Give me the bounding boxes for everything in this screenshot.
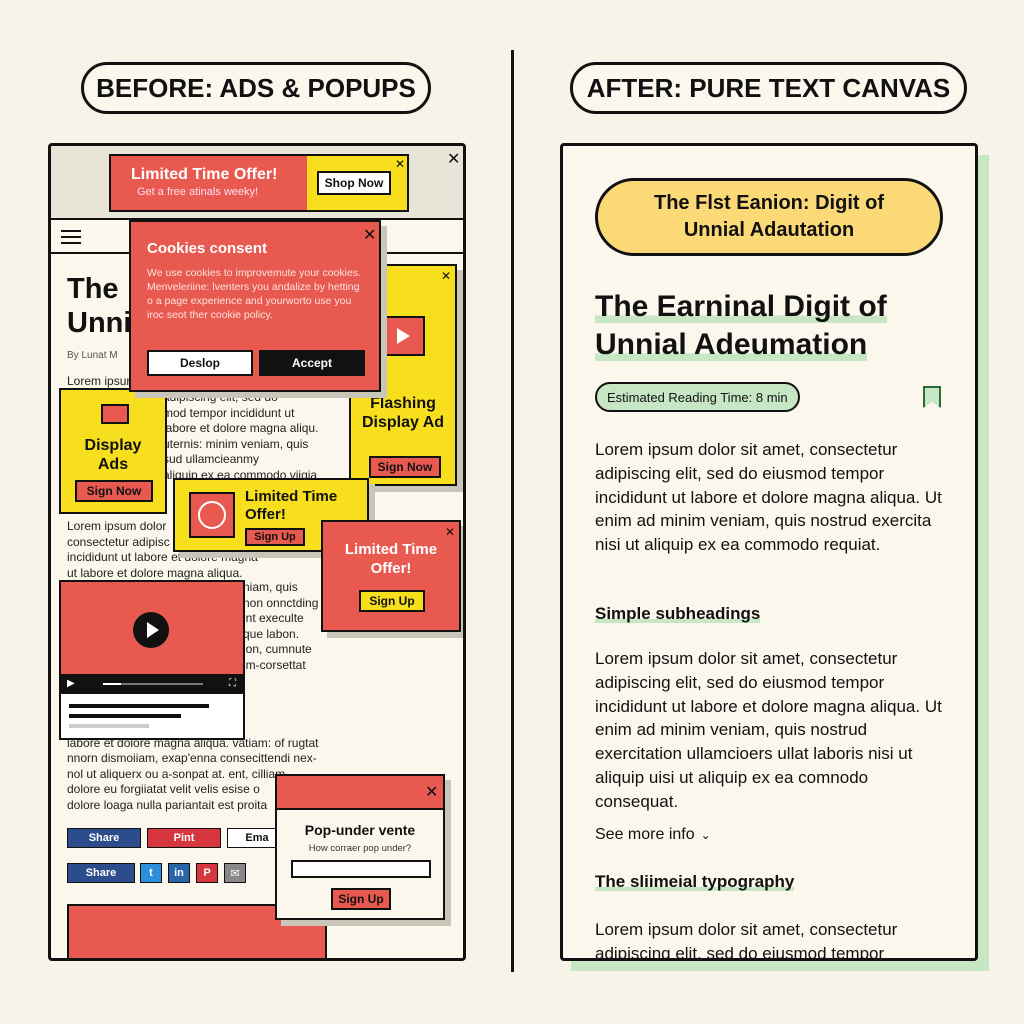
see-more-link[interactable]: See more info ⌄ <box>595 826 711 843</box>
lorem-d: niam, quis non onnctding int execulte qu… <box>243 580 319 672</box>
pop-under-title: Pop-under vente <box>304 822 416 838</box>
after-phone-screen: The Flst Eanion: Digit of Unnial Adautat… <box>560 143 978 961</box>
lorem-c: Lorem ipsum dolor consectetur adipisc in… <box>67 519 258 580</box>
flashing-ad-sign-now-button[interactable]: Sign Now <box>369 456 441 478</box>
fullscreen-icon[interactable]: ⛶ <box>229 678 236 689</box>
banner-ad-subtitle: Get a free atinals weeky! <box>137 186 259 198</box>
top-close-icon[interactable]: ✕ <box>447 151 461 168</box>
book-icon <box>101 404 129 424</box>
pinterest-share-button[interactable]: Pint <box>147 828 221 848</box>
timer-ad-title: Limited Time Offer! <box>245 488 338 523</box>
timer-ad-sign-up-button[interactable]: Sign Up <box>245 528 305 546</box>
facebook-share-button[interactable]: Share <box>67 828 141 848</box>
article-title: The Earninal Digit of Unnial Adeumation <box>595 290 887 361</box>
cookie-title: Cookies consent <box>147 240 268 257</box>
offer-close-icon[interactable]: ✕ <box>445 525 456 539</box>
chevron-down-icon: ⌄ <box>700 828 711 842</box>
before-label: BEFORE: ADS & POPUPS <box>81 62 431 114</box>
edition-badge: The Flst Eanion: Digit of Unnial Adautat… <box>595 178 943 256</box>
flashing-ad-title: Flashing Display Ad <box>361 395 445 431</box>
offer-ad-title: Limited Time Offer! <box>344 541 438 577</box>
display-ad[interactable]: Display Ads Sign Now <box>59 388 167 514</box>
pop-under-question: How corraer pop under? <box>308 843 412 854</box>
twitter-icon[interactable]: t <box>140 863 162 883</box>
linkedin-icon[interactable]: in <box>168 863 190 883</box>
play-icon[interactable] <box>133 612 169 648</box>
banner-ad-title: Limited Time Offer! <box>131 166 278 183</box>
pop-under-sign-up-button[interactable]: Sign Up <box>331 888 391 910</box>
article-title-fragment: The Unni <box>67 273 132 339</box>
cookie-text: We use cookies to improvemute your cooki… <box>147 267 361 321</box>
video-play-small-icon[interactable]: ▶ <box>67 678 75 689</box>
clock-icon <box>189 492 235 538</box>
subheading-2: The sliimeial typography <box>595 872 795 891</box>
lorem-e: sit amet, sectetur r incididunt ut labor… <box>67 689 319 812</box>
cookie-accept-button[interactable]: Accept <box>259 350 365 376</box>
before-phone-screen: ✕ Limited Time Offer! Get a free atinals… <box>48 143 466 961</box>
cookie-consent-dialog: ✕ Cookies consent We use cookies to impr… <box>129 220 381 392</box>
lorem-a: Lorem ipsum <box>67 374 137 388</box>
after-label: AFTER: PURE TEXT CANVAS <box>570 62 967 114</box>
pop-under-input[interactable] <box>291 860 431 878</box>
cookie-decline-button[interactable]: Deslop <box>147 350 253 376</box>
byline: By Lunat M <box>67 350 118 361</box>
pop-under-close-icon[interactable]: ✕ <box>425 784 439 801</box>
cookie-close-icon[interactable]: ✕ <box>363 227 377 244</box>
bookmark-icon[interactable] <box>923 386 941 408</box>
banner-ad[interactable]: Limited Time Offer! Get a free atinals w… <box>109 154 409 212</box>
paragraph-1: Lorem ipsum dolor sit amet, consectetur … <box>595 440 942 555</box>
pop-under-dialog: ✕ Pop-under vente How corraer pop under?… <box>275 774 445 920</box>
display-ad-sign-now-button[interactable]: Sign Now <box>75 480 153 502</box>
banner-close-icon[interactable]: ✕ <box>395 157 406 171</box>
paragraph-2: Lorem ipsum dolor sit amet, consectetur … <box>595 649 942 811</box>
shop-now-button[interactable]: Shop Now <box>317 171 391 195</box>
limited-offer-ad[interactable]: ✕ Limited Time Offer! Sign Up <box>321 520 461 632</box>
video-play-icon <box>381 316 425 356</box>
lorem-b: adipiscing elit, sed do mod tempor incid… <box>163 390 319 482</box>
center-divider <box>511 50 514 972</box>
video-player[interactable]: ▶ ⛶ <box>59 580 245 740</box>
pinterest-icon[interactable]: P <box>196 863 218 883</box>
flashing-ad-close-icon[interactable]: ✕ <box>441 269 452 283</box>
menu-icon[interactable] <box>61 230 81 244</box>
subheading-1: Simple subheadings <box>595 604 761 623</box>
display-ad-title: Display Ads <box>84 437 142 473</box>
video-controls[interactable]: ▶ ⛶ <box>61 674 243 694</box>
offer-ad-sign-up-button[interactable]: Sign Up <box>359 590 425 612</box>
facebook-share-button-2[interactable]: Share <box>67 863 135 883</box>
reading-time-badge: Estimated Reading Time: 8 min <box>595 382 800 412</box>
paragraph-3: Lorem ipsum dolor sit amet, consectetur … <box>595 920 898 961</box>
email-icon[interactable]: ✉ <box>224 863 246 883</box>
